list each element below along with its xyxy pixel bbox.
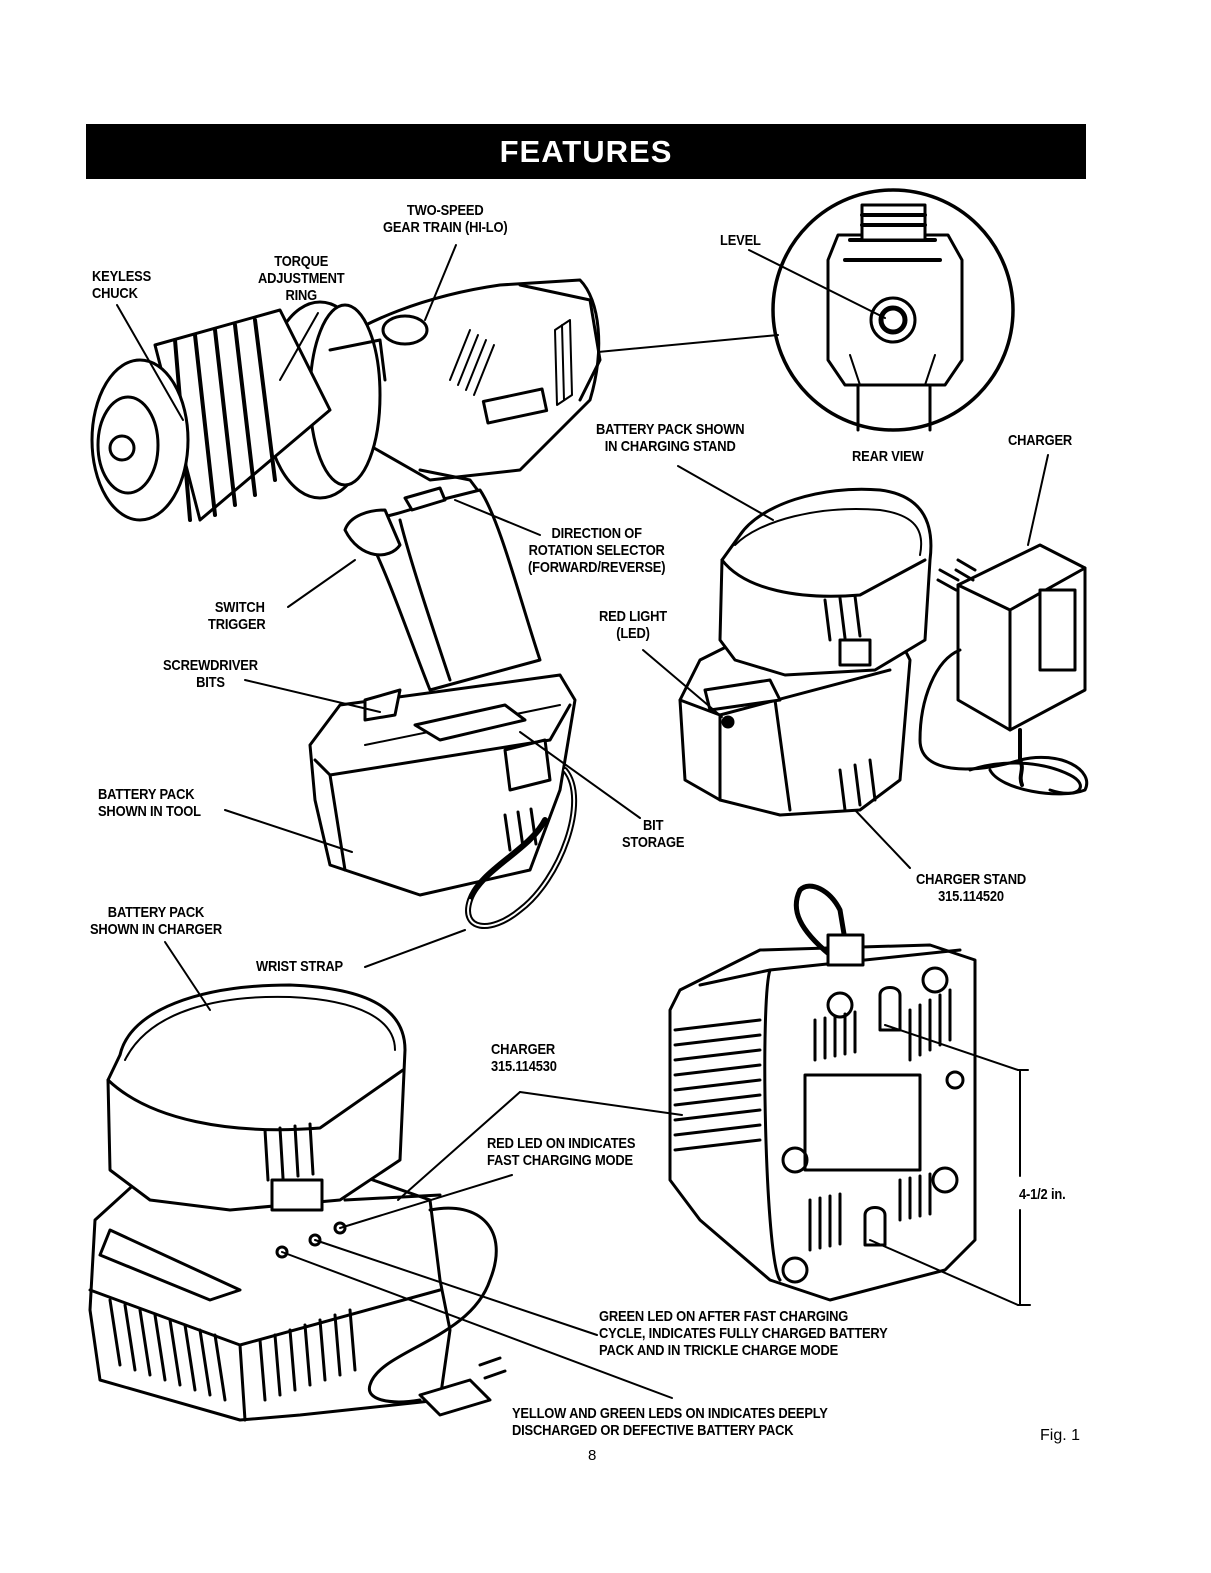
battery-in-stand-illustration: [678, 487, 933, 817]
figure-label: Fig. 1: [1040, 1427, 1081, 1444]
leader-lines: [116, 244, 1049, 1399]
charger-bottom-view-illustration: [668, 883, 977, 1302]
battery-in-charger-illustration: [88, 983, 507, 1422]
label-dimension: 4-1/2 in.: [1019, 1186, 1066, 1203]
rear-view-illustration: [771, 188, 1015, 432]
label-level: LEVEL: [720, 232, 761, 249]
label-red-light: RED LIGHT(LED): [599, 608, 667, 642]
charger-adapter-illustration: [918, 543, 1089, 796]
label-rear-view: REAR VIEW: [852, 448, 924, 465]
label-charger-adapter: CHARGER: [1008, 432, 1073, 449]
label-wrist-strap: WRIST STRAP: [256, 958, 343, 975]
label-yellow-green-leds: YELLOW AND GREEN LEDS ON INDICATES DEEPL…: [512, 1405, 828, 1439]
drill-illustration: [90, 278, 602, 929]
page-number: 8: [588, 1447, 597, 1464]
features-banner: FEATURES: [86, 124, 1086, 179]
